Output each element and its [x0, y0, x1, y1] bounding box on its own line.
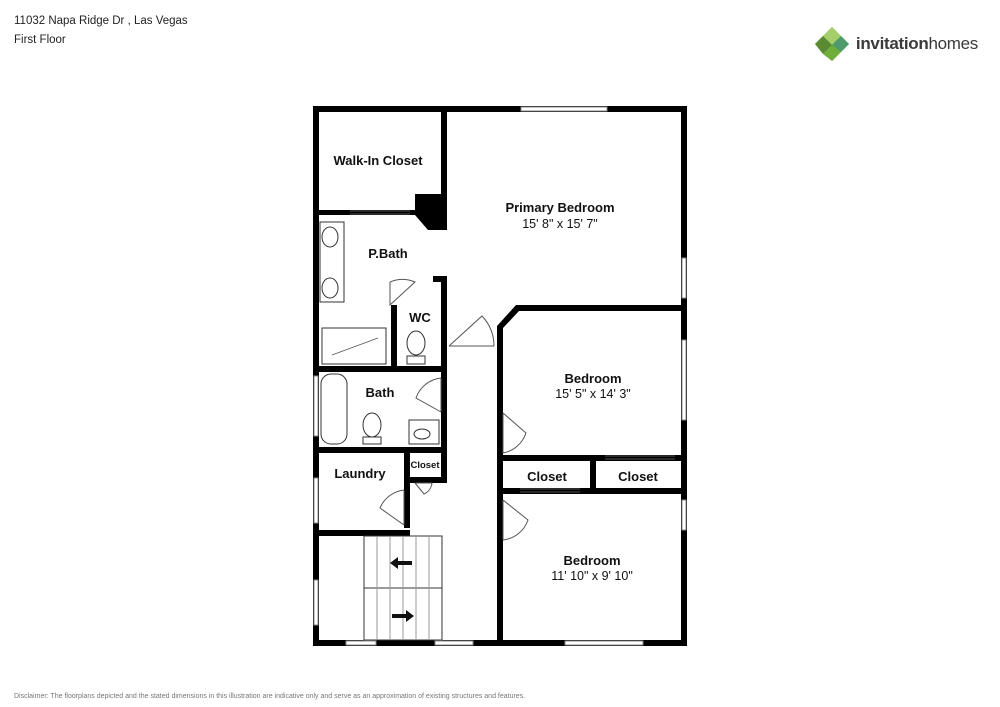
sink-icon — [321, 226, 339, 248]
shower-icon — [321, 327, 387, 365]
bedroom-2-label: Bedroom — [564, 371, 621, 386]
walk-in-closet-label: Walk-In Closet — [333, 153, 423, 168]
logo-wordmark: invitationhomes — [855, 34, 978, 53]
stair-arrow-left-icon — [390, 557, 412, 569]
stair-arrow-right-icon — [392, 610, 414, 622]
bedroom-3-label: Bedroom — [563, 553, 620, 568]
primary-bedroom-dims: 15' 8" x 15' 7" — [522, 217, 598, 231]
toilet-icon — [406, 330, 426, 356]
bath-label: Bath — [366, 385, 395, 400]
primary-bedroom-label: Primary Bedroom — [505, 200, 614, 215]
doors — [350, 210, 675, 541]
bedroom-2-dims: 15' 5" x 14' 3" — [555, 387, 631, 401]
disclaimer-text: Disclaimer: The floorplans depicted and … — [14, 693, 526, 700]
floor-label: First Floor — [14, 34, 66, 46]
sink-icon — [321, 277, 339, 299]
fixtures — [319, 221, 440, 445]
small-closet-label: Closet — [410, 460, 440, 471]
closet-b-label: Closet — [618, 469, 658, 484]
wc-label: WC — [409, 310, 431, 325]
bathtub-icon — [320, 373, 348, 445]
staircase — [363, 535, 443, 641]
windows — [313, 106, 687, 646]
toilet-icon — [362, 412, 382, 438]
laundry-label: Laundry — [334, 466, 386, 481]
bedroom-3-dims: 11' 10" x 9' 10" — [551, 569, 633, 583]
closet-a-label: Closet — [527, 469, 567, 484]
interior-walls — [319, 112, 681, 646]
invitation-homes-logo: invitationhomes — [814, 26, 978, 62]
property-address: 11032 Napa Ridge Dr , Las Vegas — [14, 15, 188, 27]
logo-mark-icon — [814, 27, 849, 61]
p-bath-label: P.Bath — [368, 246, 408, 261]
